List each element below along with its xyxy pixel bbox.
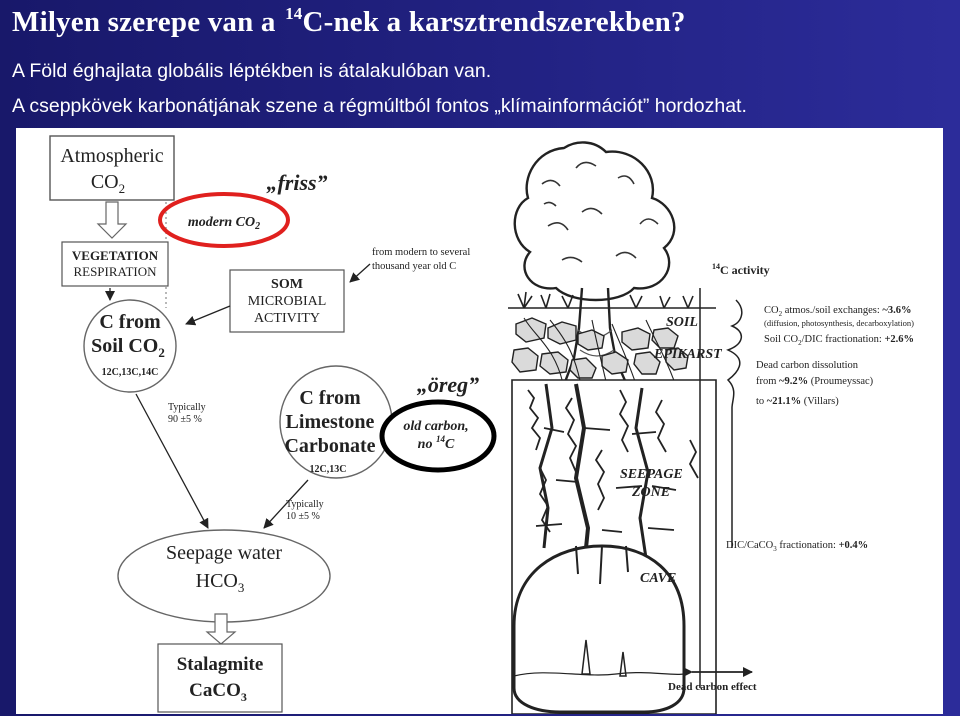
c-from-lime-label: C from bbox=[299, 387, 361, 409]
soil-co2-label: Soil CO2 bbox=[91, 335, 165, 360]
dead-carbon-effect-label: Dead carbon effect bbox=[668, 681, 757, 693]
hco3-label: HCO3 bbox=[196, 570, 245, 595]
typically-10-label: Typically bbox=[286, 499, 324, 510]
respiration-label: RESPIRATION bbox=[73, 264, 157, 279]
annotation-from-proumeyssac: from ~9.2% (Proumeyssac) bbox=[756, 376, 874, 387]
from-modern-note-2: thousand year old C bbox=[372, 261, 456, 272]
stalagmite-box bbox=[157, 643, 283, 713]
epikarst-rubble bbox=[511, 317, 689, 379]
soil-isotopes-label: 12C,13C,14C bbox=[102, 367, 159, 378]
annotation-dic-caco3: DIC/CaCO3 fractionation: +0.4% bbox=[726, 540, 868, 553]
activity-label: ACTIVITY bbox=[254, 311, 320, 326]
vegetation-label: VEGETATION bbox=[72, 248, 159, 263]
seepage-down-arrow bbox=[205, 613, 237, 645]
limestone-label: Limestone bbox=[286, 411, 375, 433]
typically-90-label: Typically bbox=[168, 402, 206, 413]
epikarst-zone-label: EPIKARST bbox=[653, 347, 723, 362]
old-carbon-label: old carbon, bbox=[403, 419, 468, 434]
from-modern-note-1: from modern to several bbox=[372, 247, 470, 258]
plants bbox=[517, 291, 694, 309]
cave-zone-label: CAVE bbox=[640, 571, 676, 586]
c-from-soil-label: C from bbox=[99, 311, 161, 333]
carbon-cycle-diagram: Atmospheric CO2 modern CO2 „friss” VEGET… bbox=[49, 135, 914, 714]
annotation-exchange-processes: (diffusion, photosynthesis, decarboxylat… bbox=[764, 318, 914, 328]
old-carbon-circle bbox=[379, 399, 497, 473]
stalagmite-label: Stalagmite bbox=[177, 654, 264, 675]
typically-90-value: 90 ±5 % bbox=[168, 414, 202, 425]
slide-title: Milyen szerepe van a 14C-nek a karsztren… bbox=[12, 4, 686, 38]
atmospheric-box bbox=[49, 135, 175, 201]
soil-co2-circle bbox=[83, 299, 177, 393]
annotation-co2-exchange: CO2 atmos./soil exchanges: ~3.6% bbox=[764, 305, 912, 318]
caco3-label: CaCO3 bbox=[189, 680, 247, 704]
typically-10-value: 10 ±5 % bbox=[286, 511, 320, 522]
karst-fractures bbox=[527, 389, 699, 533]
subtitle-speleothem: A cseppkövek karbonátjának szene a régmú… bbox=[12, 95, 747, 117]
subtitle-climate: A Föld éghajlata globális léptékben is á… bbox=[12, 60, 492, 82]
friss-label: „friss” bbox=[266, 170, 327, 195]
annotation-to-villars: to ~21.1% (Villars) bbox=[756, 396, 839, 407]
atm-down-arrow bbox=[96, 201, 128, 239]
som-label: SOM bbox=[271, 277, 303, 292]
atm-co2-label: CO2 bbox=[91, 171, 125, 196]
carbonate-label: Carbonate bbox=[284, 435, 375, 457]
no-14c-label: no 14C bbox=[418, 434, 455, 452]
som-box bbox=[229, 269, 345, 333]
modern-co2-label: modern CO2 bbox=[188, 215, 260, 232]
soil-zone-label: SOIL bbox=[666, 315, 698, 330]
annotation-dead-carbon-dissolution: Dead carbon dissolution bbox=[756, 360, 859, 371]
microbial-label: MICROBIAL bbox=[248, 294, 327, 309]
atmospheric-label: Atmospheric bbox=[60, 145, 163, 167]
cave-outline bbox=[512, 544, 686, 714]
annotation-soil-dic: Soil CO2/DIC fractionation: +2.6% bbox=[764, 334, 914, 347]
vegetation-box bbox=[61, 241, 169, 287]
seepage-water-label: Seepage water bbox=[166, 542, 282, 564]
c14-activity-label: 14C activity bbox=[712, 262, 770, 277]
seepage-zone-label-2: ZONE bbox=[631, 485, 670, 500]
modern-co2-circle bbox=[158, 192, 290, 248]
seepage-zone-label-1: SEEPAGE bbox=[620, 467, 683, 482]
diagram-panel: Atmospheric CO2 modern CO2 „friss” VEGET… bbox=[16, 128, 943, 714]
lime-isotopes-label: 12C,13C bbox=[310, 464, 347, 475]
oreg-label: „öreg” bbox=[417, 372, 479, 397]
